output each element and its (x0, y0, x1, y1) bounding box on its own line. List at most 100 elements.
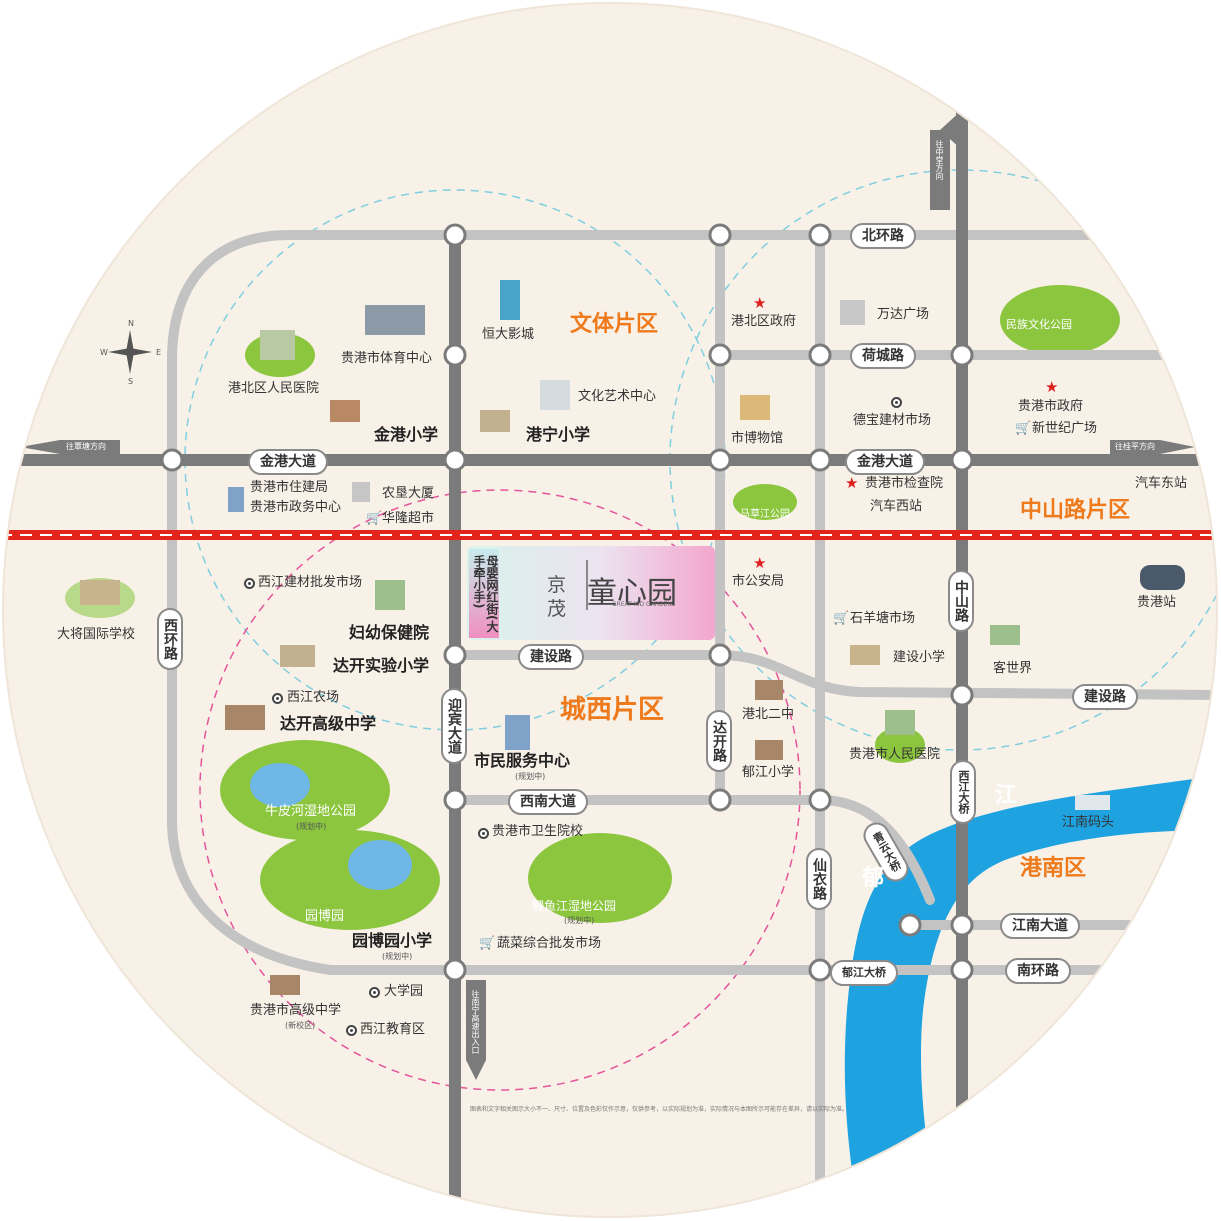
place-gonganju: 市公安局 (732, 574, 785, 589)
place-niupihe: 牛皮河湿地公园 (265, 804, 357, 819)
place-dajiang: 大将国际学校 (57, 627, 136, 642)
place-gaozhong: 贵港市高级中学 (250, 1003, 342, 1018)
majian-park (733, 484, 797, 520)
place-niupihe-sub: (规划中) (296, 822, 327, 831)
place-kesjie: 客世界 (993, 661, 1033, 676)
road-jingang-east: 金港大道 (845, 449, 925, 475)
place-guigang-station: 贵港站 (1137, 595, 1177, 610)
project-jingmao-tongxinyuan[interactable] (467, 546, 715, 640)
yujiang-river (844, 775, 1217, 1217)
road-jingang-west: 金港大道 (248, 449, 328, 475)
place-fuyou: 妇幼保健院 (349, 623, 430, 642)
place-gangning: 港宁小学 (526, 425, 591, 444)
minzu-park (1000, 285, 1120, 355)
project-brand-en: GREAT KID GARDEN (612, 601, 672, 608)
star-icon: ★ (753, 294, 767, 312)
place-majian: 马草江公园 (740, 509, 790, 520)
qingyun-bridge (815, 795, 935, 905)
disclaimer-note: 图表和文字相关图示大小不一、尺寸、位置及色彩仅作示意，仅供参考，以实际规划为准，… (470, 1106, 849, 1113)
road-dakai: 达开路 (706, 710, 732, 772)
zone-zhongshan: 中山路片区 (1020, 498, 1131, 523)
compass-e: E (156, 348, 162, 357)
radius-circle-pink (199, 489, 801, 1091)
place-dakai-gaozhong: 达开高级中学 (280, 714, 377, 733)
star-icon: ★ (845, 474, 859, 492)
place-jianshe-school: 建设小学 (893, 650, 946, 665)
direction-north: 往中堂方向 (935, 140, 944, 180)
river-label-2: 江 (995, 783, 1018, 808)
road-zhongshan: 中山路 (948, 570, 974, 632)
project-divider (586, 560, 588, 610)
place-shiyangtang: 石羊塘市场 (850, 611, 916, 626)
place-bowuguan: 市博物馆 (731, 431, 784, 446)
place-yuanbo-school: 园博园小学 (352, 931, 433, 950)
compass-n: N (128, 319, 134, 328)
place-hengda: 恒大影城 (482, 327, 535, 342)
place-weisheng: 贵港市卫生院校 (492, 824, 584, 839)
place-gangbei-gov: 港北区政府 (731, 314, 797, 329)
place-dongzhan: 汽车东站 (1135, 476, 1188, 491)
place-zhengwu: 贵港市政务中心 (250, 500, 342, 515)
compass-rose (108, 330, 152, 374)
direction-west: 往覃塘方向 (66, 442, 106, 451)
place-gangbei2: 港北二中 (742, 707, 795, 722)
poi-dot-icon (478, 828, 489, 839)
road-jiangnan: 江南大道 (1000, 913, 1080, 939)
road-nanhuan: 南环路 (1005, 958, 1071, 984)
poi-dot-icon (891, 397, 902, 408)
place-renmin-gangbei: 港北区人民医院 (228, 381, 320, 396)
liyu-park (528, 833, 672, 923)
road-jianshe-east: 建设路 (1072, 684, 1138, 710)
poi-dot-icon (369, 987, 380, 998)
zone-gangnan: 港南区 (1020, 856, 1087, 881)
cart-icon: 🛒 (479, 936, 496, 951)
cart-icon: 🛒 (833, 611, 850, 626)
place-tiyu: 贵港市体育中心 (341, 351, 433, 366)
place-shucai: 蔬菜综合批发市场 (497, 936, 602, 951)
poi-dot-icon (244, 578, 255, 589)
compass-w: W (100, 348, 108, 357)
place-shimin-sub: (规划中) (515, 772, 546, 781)
place-jiangnan-dock: 江南码头 (1062, 815, 1115, 830)
building-icons (80, 280, 1185, 995)
star-icon: ★ (1045, 378, 1059, 396)
place-nongken: 农垦大厦 (382, 486, 435, 501)
road-xijiang-bridge: 西江大桥 (950, 760, 976, 824)
place-liyu-sub: (规划中) (564, 916, 595, 925)
place-daxue: 大学园 (384, 984, 424, 999)
place-yuanboyuan: 园博园 (305, 909, 345, 924)
place-wenhua: 文化艺术中心 (578, 389, 657, 404)
river-label-1: 郁 (862, 866, 885, 891)
place-xijiang-jiancai: 西江建材批发市场 (258, 575, 363, 590)
place-yuanbo-sub: (规划中) (382, 952, 413, 961)
star-icon: ★ (753, 554, 767, 572)
place-shimin: 市民服务中心 (474, 751, 571, 770)
place-wanda: 万达广场 (877, 307, 930, 322)
place-nongchang: 西江农场 (287, 690, 340, 705)
place-xinshiji: 新世纪广场 (1032, 421, 1098, 436)
place-dakai-shiyan: 达开实验小学 (333, 656, 430, 675)
road-jianshe-west: 建设路 (518, 644, 584, 670)
road-xinan: 西南大道 (508, 789, 588, 815)
place-yujiang-school: 郁江小学 (742, 765, 795, 780)
compass-s: S (128, 377, 134, 386)
cart-icon: 🛒 (366, 511, 383, 526)
place-hualong: 华隆超市 (382, 511, 435, 526)
place-zhujian: 贵港市住建局 (250, 480, 329, 495)
project-brand-jingmao: 京茂 (547, 574, 567, 620)
place-liyu: 鲤鱼江湿地公园 (532, 899, 617, 913)
road-yingbin: 迎宾大道 (441, 688, 467, 764)
place-jianchayuan: 贵港市检查院 (865, 476, 944, 491)
place-jiaoyu: 西江教育区 (360, 1022, 426, 1037)
road-yujiang-bridge: 郁江大桥 (830, 960, 898, 986)
direction-east: 往桂平方向 (1115, 442, 1155, 451)
poi-dot-icon (272, 693, 283, 704)
yuanboyuan-park (260, 830, 440, 930)
road-xianyi: 仙衣路 (806, 848, 832, 910)
place-jingang-school: 金港小学 (374, 425, 439, 444)
road-hecheng: 荷城路 (850, 343, 916, 369)
direction-south: 往南宁高速出入口 (471, 990, 480, 1054)
zone-chengxi: 城西片区 (560, 695, 665, 725)
place-xizhan: 汽车西站 (870, 499, 923, 514)
place-gov: 贵港市政府 (1018, 399, 1084, 414)
